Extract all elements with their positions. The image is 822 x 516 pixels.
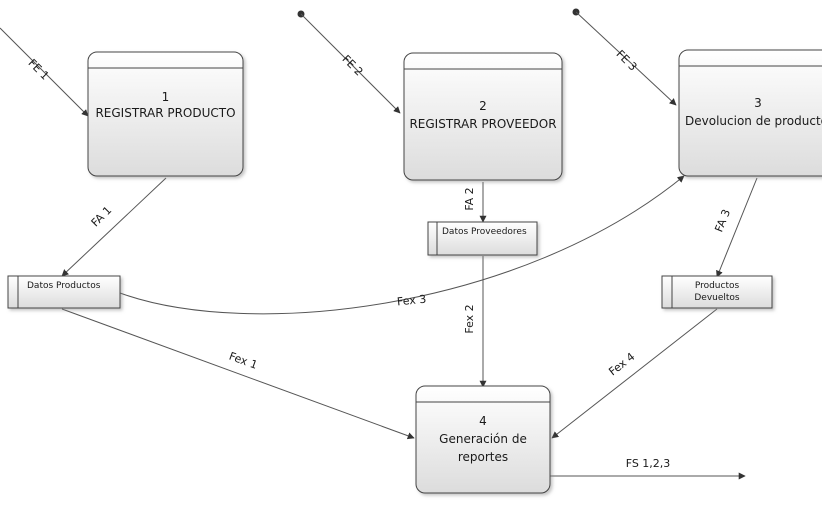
flow-label-fex3: Fex 3 bbox=[396, 293, 427, 309]
flow-fa3-line bbox=[716, 177, 758, 278]
store-label-line2: Devueltos bbox=[694, 293, 740, 303]
process-label: REGISTRAR PROVEEDOR bbox=[409, 117, 556, 131]
process-box bbox=[678, 49, 822, 177]
data-store-datos-productos[interactable]: Datos Productos bbox=[7, 275, 121, 309]
flow-label-fa1: FA 1 bbox=[89, 204, 115, 230]
flow-fe3-line bbox=[575, 11, 677, 106]
process-box bbox=[87, 51, 244, 177]
process-number: 4 bbox=[479, 414, 487, 428]
process-registrar-producto[interactable]: 1 REGISTRAR PRODUCTO bbox=[87, 51, 244, 177]
flow-label-fa3: FA 3 bbox=[712, 207, 733, 234]
flow-fa1-line bbox=[61, 177, 167, 277]
process-registrar-proveedor[interactable]: 2 REGISTRAR PROVEEDOR bbox=[403, 52, 563, 181]
process-number: 3 bbox=[754, 96, 762, 110]
store-box bbox=[7, 275, 121, 309]
process-label: Devolucion de producto bbox=[685, 114, 822, 128]
flow-fe2-line bbox=[300, 13, 401, 114]
data-store-productos-devueltos[interactable]: Productos Devueltos bbox=[661, 275, 773, 309]
process-generacion-de-reportes[interactable]: 4 Generación de reportes bbox=[415, 385, 551, 494]
flow-fe1-line bbox=[0, 27, 89, 117]
store-label-line1: Productos bbox=[695, 281, 740, 291]
store-box bbox=[427, 221, 538, 256]
process-number: 2 bbox=[479, 99, 487, 113]
process-box bbox=[403, 52, 563, 181]
flow-label-fa2: FA 2 bbox=[463, 187, 476, 210]
flow-label-fex4: Fex 4 bbox=[606, 350, 637, 378]
data-store-datos-proveedores[interactable]: Datos Proveedores bbox=[427, 221, 538, 256]
process-devolucion-de-producto[interactable]: 3 Devolucion de producto bbox=[678, 49, 822, 177]
flow-label-fe1: FE 1 bbox=[25, 57, 51, 83]
process-label: REGISTRAR PRODUCTO bbox=[95, 106, 235, 120]
flow-label-fs: FS 1,2,3 bbox=[626, 457, 671, 470]
flow-label-fe3: FE 3 bbox=[613, 48, 639, 74]
flow-fex4-line bbox=[551, 308, 718, 439]
store-box bbox=[661, 275, 773, 309]
flow-label-fex1: Fex 1 bbox=[227, 350, 259, 372]
process-label-line1: Generación de bbox=[439, 432, 527, 446]
process-number: 1 bbox=[162, 90, 170, 104]
flow-label-fex2: Fex 2 bbox=[463, 304, 476, 333]
store-label: Datos Proveedores bbox=[442, 227, 527, 237]
process-box bbox=[415, 385, 551, 494]
store-label: Datos Productos bbox=[27, 281, 101, 291]
flow-fex1-line bbox=[61, 308, 415, 440]
process-label-line2: reportes bbox=[458, 450, 508, 464]
flow-fex3-line bbox=[119, 175, 685, 315]
